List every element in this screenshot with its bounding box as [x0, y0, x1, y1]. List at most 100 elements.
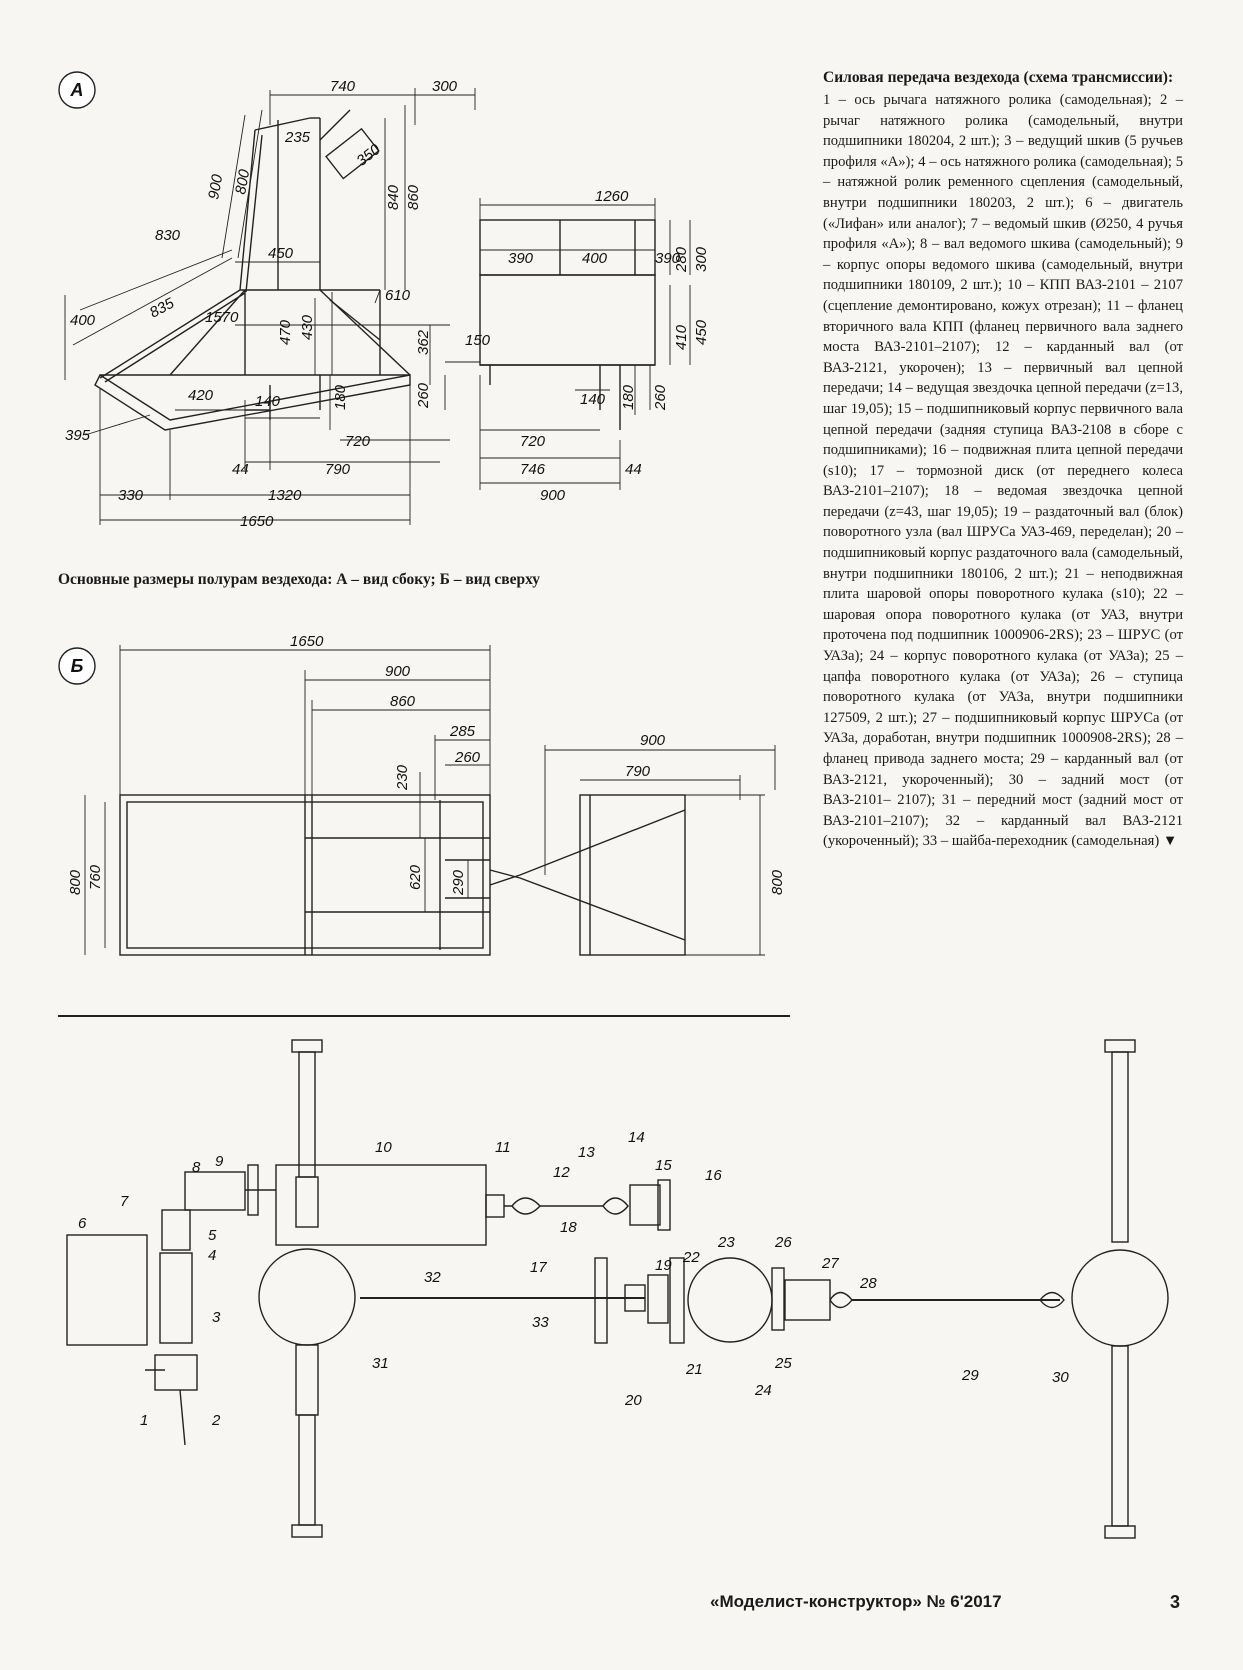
- dim-720b: 720: [520, 433, 546, 450]
- view-b-label: Б: [71, 656, 84, 676]
- view-b-label-circle: [58, 647, 96, 685]
- part-2: 2: [211, 1412, 221, 1429]
- dim-350: 350: [353, 141, 384, 170]
- legend-title: Силовая передача вездехода (схема трансм…: [823, 69, 1174, 86]
- dimb-900b: 900: [640, 732, 666, 749]
- dim-790: 790: [325, 461, 351, 478]
- dim-140: 140: [255, 393, 281, 410]
- part-11: 11: [495, 1139, 511, 1156]
- dim-420: 420: [188, 387, 214, 404]
- part-32: 32: [424, 1269, 441, 1286]
- legend-text: 1 – ось рычага натяжного ролика (самодел…: [823, 92, 1183, 850]
- part-19: 19: [655, 1257, 672, 1274]
- part-8: 8: [192, 1159, 201, 1176]
- figure-caption: Основные размеры полурам вездехода: А – …: [58, 571, 541, 588]
- part-6: 6: [78, 1215, 87, 1232]
- dim-610: 610: [385, 287, 411, 304]
- dim-395: 395: [65, 427, 91, 444]
- part-25: 25: [774, 1355, 792, 1372]
- part-16: 16: [705, 1167, 722, 1184]
- dim-180: 180: [332, 384, 349, 410]
- dimb-900: 900: [385, 663, 411, 680]
- dim-400b: 400: [582, 250, 608, 267]
- dim-260b: 260: [652, 384, 669, 411]
- dim-260: 260: [415, 382, 432, 409]
- part-26: 26: [774, 1234, 792, 1251]
- dim-44b: 44: [625, 461, 642, 478]
- dim-44: 44: [232, 461, 249, 478]
- view-a-right-dimension-lines: [479, 198, 691, 490]
- dim-830: 830: [155, 227, 181, 244]
- part-22: 22: [682, 1249, 700, 1266]
- page-number: 3: [1169, 1592, 1180, 1612]
- dimb-230: 230: [394, 764, 411, 791]
- dim-390b: 390: [655, 250, 681, 267]
- dim-1320: 1320: [268, 487, 302, 504]
- dim-835: 835: [147, 294, 178, 321]
- part-30: 30: [1052, 1369, 1069, 1386]
- part-29: 29: [961, 1367, 979, 1384]
- part-7: 7: [120, 1193, 129, 1210]
- part-21: 21: [685, 1361, 703, 1378]
- view-b-dimension-lines: [84, 645, 776, 956]
- dim-840: 840: [385, 184, 402, 210]
- part-28: 28: [859, 1275, 877, 1292]
- part-5: 5: [208, 1227, 217, 1244]
- dimb-800: 800: [67, 869, 84, 895]
- part-1: 1: [140, 1412, 148, 1429]
- part-9: 9: [215, 1153, 224, 1170]
- dim-180b: 180: [620, 384, 637, 410]
- view-a-dimension-lines: [64, 88, 480, 525]
- dimb-285: 285: [449, 723, 476, 740]
- dim-450: 450: [268, 245, 294, 262]
- dim-1570: 1570: [205, 309, 239, 326]
- dim-470: 470: [277, 319, 294, 345]
- dim-410: 410: [673, 324, 690, 350]
- part-15: 15: [655, 1157, 672, 1174]
- part-27: 27: [821, 1255, 839, 1272]
- dim-300: 300: [432, 78, 458, 95]
- view-a-left-frame: [94, 109, 411, 431]
- legend-end-mark: ▼: [1162, 833, 1178, 850]
- part-12: 12: [553, 1164, 570, 1181]
- dimb-260: 260: [454, 749, 481, 766]
- view-a-right-frame: [479, 219, 656, 430]
- dim-140b: 140: [580, 391, 606, 408]
- dim-900: 900: [205, 172, 226, 200]
- part-10: 10: [375, 1139, 392, 1156]
- dim-235: 235: [284, 129, 311, 146]
- part-18: 18: [560, 1219, 577, 1236]
- dim-150: 150: [465, 332, 491, 349]
- dim-800: 800: [232, 167, 253, 195]
- dim-746: 746: [520, 461, 546, 478]
- dim-390a: 390: [508, 250, 534, 267]
- dim-900b: 900: [540, 487, 566, 504]
- dim-450b: 450: [693, 319, 710, 345]
- dim-280: 280: [673, 246, 690, 273]
- dimb-620: 620: [407, 864, 424, 890]
- dimb-800b: 800: [769, 869, 786, 895]
- part-23: 23: [717, 1234, 735, 1251]
- view-a-label: А: [70, 80, 84, 100]
- part-13: 13: [578, 1144, 595, 1161]
- dim-300b: 300: [693, 246, 710, 272]
- dim-362: 362: [415, 329, 432, 355]
- dim-330: 330: [118, 487, 144, 504]
- dimb-760: 760: [87, 864, 104, 890]
- transmission-scheme: [66, 1039, 1169, 1539]
- dim-1650: 1650: [240, 513, 274, 530]
- dim-720: 720: [345, 433, 371, 450]
- part-31: 31: [372, 1355, 389, 1372]
- view-a-label-circle: [58, 71, 96, 109]
- part-14: 14: [628, 1129, 645, 1146]
- magazine-name: «Моделист-конструктор» № 6'2017: [710, 1592, 1002, 1611]
- dim-860: 860: [405, 184, 422, 210]
- dim-1260: 1260: [595, 188, 629, 205]
- dim-740: 740: [330, 78, 356, 95]
- part-3: 3: [212, 1309, 221, 1326]
- dim-400: 400: [70, 312, 96, 329]
- dimb-290: 290: [450, 869, 467, 896]
- dimb-860: 860: [390, 693, 416, 710]
- transmission-legend: Силовая передача вездехода (схема трансм…: [823, 68, 1183, 852]
